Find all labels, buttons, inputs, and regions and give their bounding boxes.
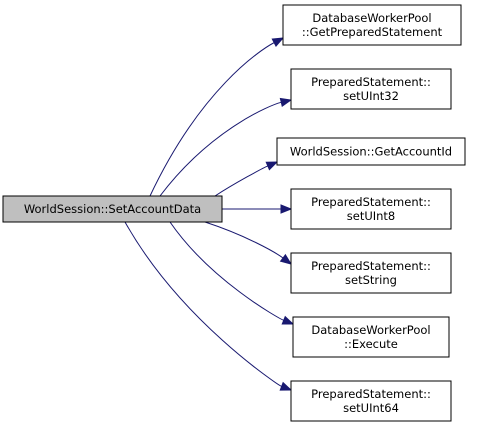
target-node-3-label-line-1: PreparedStatement:: [311, 195, 431, 209]
target-node-4-label-line-2: setString [345, 273, 397, 287]
target-node-6-box [290, 380, 452, 422]
call-edges [124, 37, 295, 391]
target-node-5[interactable]: DatabaseWorkerPool::Execute [292, 316, 450, 358]
target-node-3[interactable]: PreparedStatement::setUInt8 [290, 188, 452, 230]
call-edge-1 [159, 101, 282, 197]
target-node-1-box [290, 68, 452, 110]
target-node-0-box [282, 4, 462, 46]
call-edge-5 [169, 221, 284, 321]
target-node-4-label-line-1: PreparedStatement:: [311, 259, 431, 273]
source-node-label-line-1: WorldSession::SetAccountData [24, 202, 201, 216]
call-edge-arrowhead-6 [279, 381, 293, 391]
source-node[interactable]: WorldSession::SetAccountData [2, 195, 223, 223]
call-edge-arrowhead-2 [265, 161, 279, 171]
target-node-3-label-line-2: setUInt8 [347, 209, 396, 223]
call-edge-arrowhead-5 [281, 315, 295, 325]
target-node-6-label-line-2: setUInt64 [343, 401, 399, 415]
target-node-3-box [290, 188, 452, 230]
call-edge-6 [124, 221, 282, 387]
target-node-1[interactable]: PreparedStatement::setUInt32 [290, 68, 452, 110]
target-node-1-label-line-1: PreparedStatement:: [311, 75, 431, 89]
call-edge-arrowhead-1 [279, 97, 293, 108]
target-node-4[interactable]: PreparedStatement::setString [290, 252, 452, 294]
call-edge-arrowhead-0 [271, 37, 285, 48]
target-node-0[interactable]: DatabaseWorkerPool::GetPreparedStatement [282, 4, 462, 46]
target-node-5-label-line-1: DatabaseWorkerPool [311, 323, 430, 337]
call-edge-4 [204, 221, 284, 259]
target-node-0-label-line-2: ::GetPreparedStatement [302, 25, 443, 39]
call-edge-2 [214, 165, 269, 197]
call-edge-arrowhead-4 [279, 253, 293, 265]
target-node-1-label-line-2: setUInt32 [343, 89, 399, 103]
call-edge-arrowhead-3 [280, 204, 293, 214]
target-node-2-box [276, 137, 466, 166]
target-node-2[interactable]: WorldSession::GetAccountId [276, 137, 466, 166]
target-node-2-label-line-1: WorldSession::GetAccountId [290, 145, 452, 159]
target-node-6-label-line-1: PreparedStatement:: [311, 387, 431, 401]
target-node-4-box [290, 252, 452, 294]
target-node-5-label-line-2: ::Execute [344, 337, 398, 351]
call-edge-0 [149, 42, 275, 197]
target-node-6[interactable]: PreparedStatement::setUInt64 [290, 380, 452, 422]
function-nodes: WorldSession::SetAccountDataDatabaseWork… [2, 4, 466, 422]
source-node-box [2, 195, 223, 223]
target-node-0-label-line-1: DatabaseWorkerPool [312, 11, 431, 25]
target-node-5-box [292, 316, 450, 358]
